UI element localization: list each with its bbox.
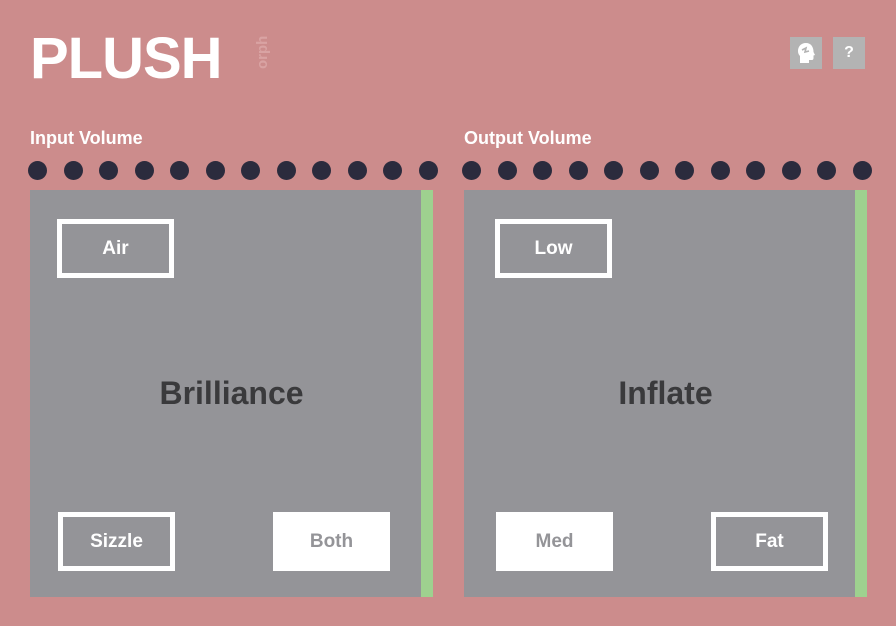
output-level-bar [855,190,867,597]
meter-dot [746,160,766,180]
meter-dot [99,160,119,180]
inflate-panel[interactable]: Inflate Low Med Fat [464,190,867,597]
meter-dot [781,160,801,180]
meter-dot [276,160,296,180]
meter-dot [604,160,624,180]
med-button[interactable]: Med [496,512,613,571]
input-volume-meter [28,160,438,180]
meter-dot [852,160,872,180]
meter-dot [533,160,553,180]
meter-dot [675,160,695,180]
meter-dot [170,160,190,180]
meter-dot [462,160,481,180]
fat-button[interactable]: Fat [711,512,828,571]
meter-dot [568,160,588,180]
meter-dot [347,160,367,180]
meter-dot [639,160,659,180]
meter-dot [241,160,261,180]
meter-dot [28,160,47,180]
meter-dot [134,160,154,180]
low-button[interactable]: Low [495,219,612,278]
meter-dot [383,160,403,180]
sizzle-button[interactable]: Sizzle [58,512,175,571]
head-icon [798,43,815,63]
help-button[interactable]: ? [833,37,865,69]
logo: PLUSH [30,26,223,91]
brilliance-title: Brilliance [159,375,304,411]
meter-dot [418,160,438,180]
meter-dot [710,160,730,180]
meter-dot [312,160,332,180]
logo-subtext: orph [254,36,271,70]
inflate-title: Inflate [618,375,713,411]
meter-dot [817,160,837,180]
both-button[interactable]: Both [273,512,390,571]
air-button[interactable]: Air [57,219,174,278]
meter-dot [63,160,83,180]
output-volume-label: Output Volume [464,128,592,148]
head-button[interactable] [790,37,822,69]
output-volume-meter [462,160,872,180]
meter-dot [497,160,517,180]
brilliance-panel[interactable]: Brilliance Air Sizzle Both [30,190,433,597]
input-level-bar [421,190,433,597]
input-volume-label: Input Volume [30,128,143,148]
meter-dot [205,160,225,180]
